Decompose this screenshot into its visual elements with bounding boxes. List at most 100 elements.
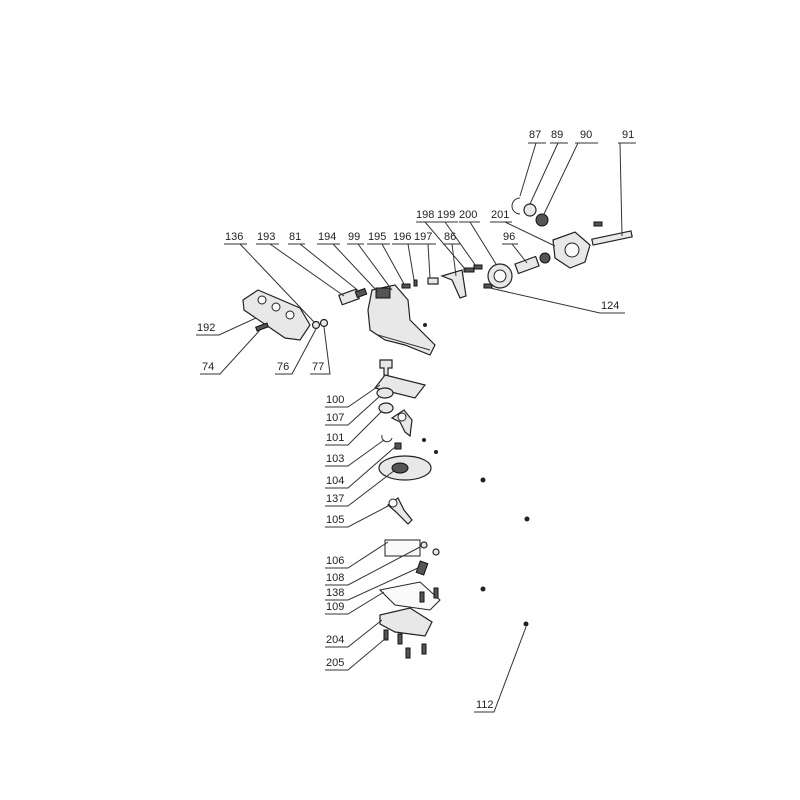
part-arm-upper <box>390 409 413 438</box>
part-109-blade-plate <box>378 581 441 611</box>
leader-105 <box>325 505 389 528</box>
part-108-washer-2 <box>432 548 440 556</box>
part-205-screw-2 <box>397 633 403 645</box>
part-90-bearing <box>535 213 549 227</box>
part-arm-hole <box>397 412 407 422</box>
callout-90: 90 <box>580 129 592 141</box>
part-96-bearing <box>514 255 540 275</box>
part-87-circlip <box>511 197 521 215</box>
leader-103 <box>325 439 385 467</box>
leader-124 <box>489 287 625 314</box>
callout-112: 112 <box>476 699 494 711</box>
callout-192: 192 <box>197 322 215 334</box>
callout-106: 106 <box>326 555 344 567</box>
callout-136: 136 <box>225 231 243 243</box>
leader-197 <box>413 243 436 279</box>
callout-86: 86 <box>444 231 456 243</box>
leader-100 <box>325 384 381 408</box>
leader-77 <box>310 326 331 375</box>
part-198-screw <box>463 267 475 273</box>
leader-74 <box>200 329 261 375</box>
housing-arm-line <box>377 334 431 351</box>
part-101-washer <box>378 402 394 414</box>
part-194-gear-housing <box>367 284 436 356</box>
leader-199 <box>437 221 477 267</box>
callout-91: 91 <box>622 129 634 141</box>
callout-96: 96 <box>503 231 515 243</box>
part-137-cam <box>391 462 409 474</box>
callout-197: 197 <box>414 231 432 243</box>
part-112-nut <box>523 621 529 627</box>
leader-194 <box>317 243 379 293</box>
leader-89 <box>529 142 568 205</box>
part-108-washer <box>420 541 428 549</box>
leader-96 <box>502 243 528 264</box>
part-192-handle-plate <box>242 289 311 341</box>
part-199-screw <box>473 264 483 270</box>
leader-201 <box>490 221 556 247</box>
part-100-plate <box>373 374 427 399</box>
part-dot <box>422 438 426 442</box>
part-195-pin <box>401 283 411 289</box>
leader-87 <box>519 142 546 197</box>
parts-layer <box>242 197 633 659</box>
callout-138: 138 <box>326 587 344 599</box>
callout-74: 74 <box>202 361 214 373</box>
part-81-shaft <box>354 287 368 299</box>
callout-204: 204 <box>326 634 344 646</box>
part-89-ring <box>523 203 537 217</box>
part-dot <box>524 516 530 522</box>
leader-108 <box>325 546 421 586</box>
leader-200 <box>459 221 497 265</box>
callout-193: 193 <box>257 231 275 243</box>
part-106-plate <box>384 539 421 557</box>
callout-77: 77 <box>312 361 324 373</box>
part-dot <box>480 477 486 483</box>
callout-107: 107 <box>326 412 344 424</box>
callout-103: 103 <box>326 453 344 465</box>
leader-90 <box>543 142 598 215</box>
callout-109: 109 <box>326 601 344 613</box>
part-91-shaft <box>591 230 633 246</box>
part-205-screw-3 <box>405 647 411 659</box>
leader-91 <box>618 142 636 237</box>
leader-198 <box>416 221 467 271</box>
callout-108: 108 <box>326 572 344 584</box>
leader-204 <box>325 619 383 648</box>
part-201-bore <box>564 242 580 258</box>
part-192-hole <box>285 310 295 320</box>
leader-112 <box>474 626 527 713</box>
leader-205 <box>325 637 387 671</box>
part-105-hole <box>388 498 398 508</box>
leader-107 <box>325 395 381 426</box>
callout-205: 205 <box>326 657 344 669</box>
callout-87: 87 <box>529 129 541 141</box>
leader-138 <box>325 567 419 601</box>
part-99-clamp <box>375 287 391 299</box>
leader-193 <box>256 243 345 297</box>
callout-99: 99 <box>348 231 360 243</box>
leader-192 <box>196 317 257 336</box>
leader-86 <box>443 243 460 277</box>
leader-196 <box>392 243 415 281</box>
leader-76 <box>275 328 317 375</box>
callout-195: 195 <box>368 231 386 243</box>
leader-109 <box>325 591 385 615</box>
part-138-spring <box>415 560 429 576</box>
leader-81 <box>288 243 361 293</box>
leader-136 <box>224 243 315 323</box>
part-76-washer <box>311 320 321 330</box>
part-196-pin <box>413 279 418 287</box>
callouts-layer: 87 89 90 91 198 199 200 201 96 136 193 8… <box>196 129 636 713</box>
part-107-washer <box>376 387 394 399</box>
leader-101 <box>325 410 383 446</box>
callout-89: 89 <box>551 129 563 141</box>
part-205-screw <box>383 629 389 641</box>
callout-199: 199 <box>437 209 455 221</box>
part-96-bearing-end <box>539 252 551 264</box>
part-74-screw <box>255 322 269 332</box>
part-86-lever <box>440 269 467 299</box>
part-screw-top <box>593 221 603 227</box>
callout-105: 105 <box>326 514 344 526</box>
